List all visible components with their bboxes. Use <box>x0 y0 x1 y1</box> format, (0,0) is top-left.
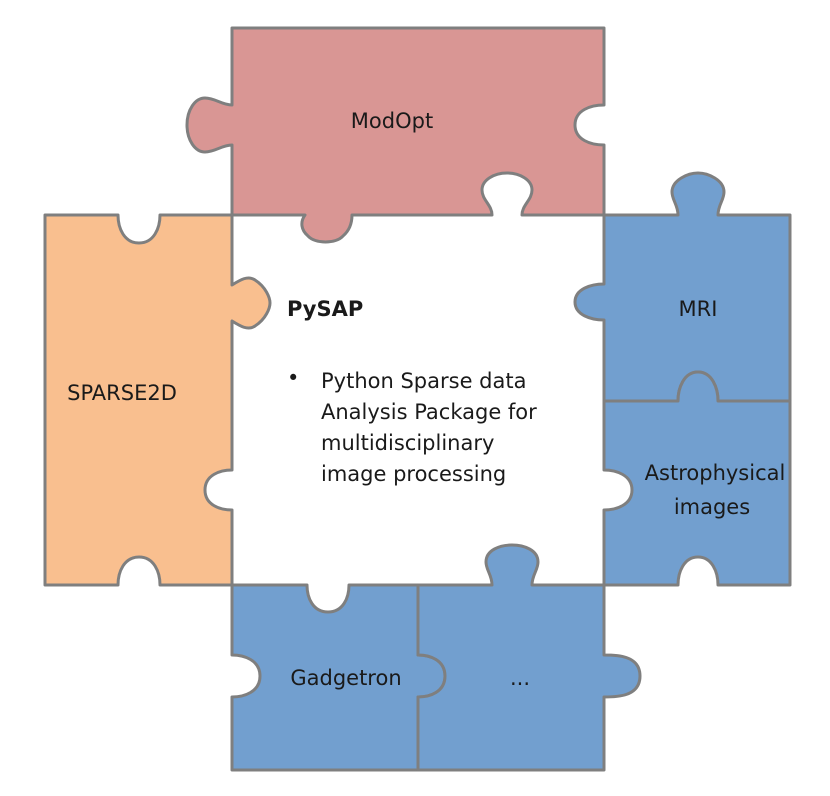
astrophysical-label-line1: Astrophysical <box>645 461 786 485</box>
more-piece <box>416 543 642 772</box>
mri-piece <box>573 171 792 403</box>
pysap-desc-line4: image processing <box>321 462 506 486</box>
modopt-label: ModOpt <box>351 109 433 133</box>
pysap-desc-line1: Python Sparse data <box>321 369 526 393</box>
mri-label: MRI <box>679 297 718 321</box>
pysap-desc-line3: multidisciplinary <box>321 431 494 455</box>
bullet-icon: • <box>287 366 299 390</box>
gadgetron-label: Gadgetron <box>290 666 401 690</box>
modopt-piece <box>185 26 606 244</box>
astrophysical-label-line2: images <box>674 495 750 519</box>
more-label: ... <box>510 666 530 690</box>
pysap-desc-line2: Analysis Package for <box>321 400 537 424</box>
sparse2d-piece <box>43 213 272 587</box>
pysap-title: PySAP <box>287 297 363 321</box>
astrophysical-piece <box>602 370 792 587</box>
sparse2d-label: SPARSE2D <box>67 381 177 405</box>
